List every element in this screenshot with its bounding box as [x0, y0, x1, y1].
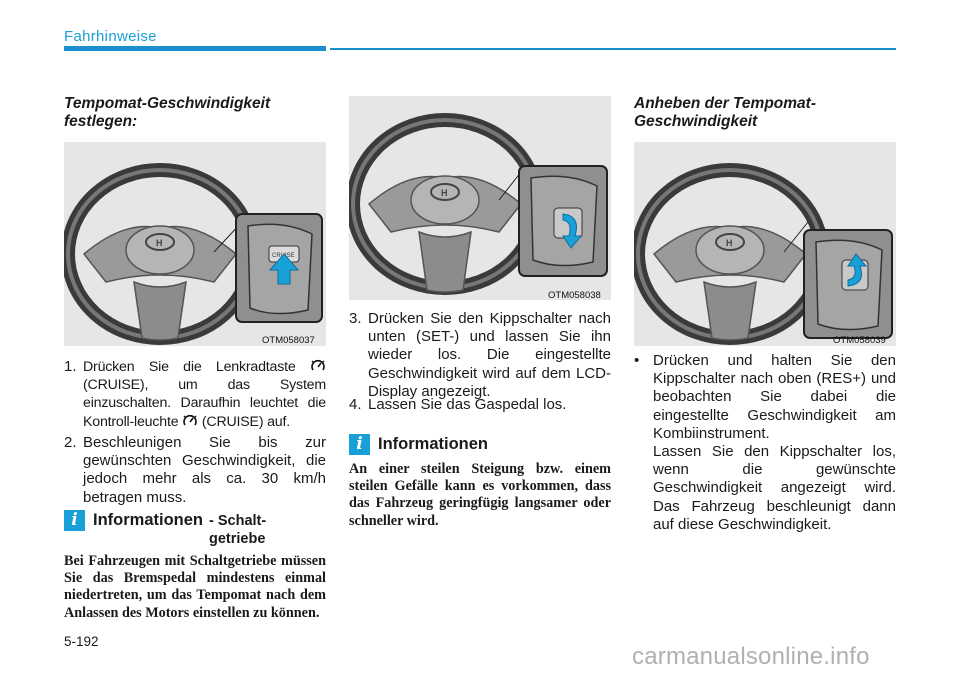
steering-wheel-illustration: H: [349, 113, 608, 295]
figure-code-1: OTM058037: [262, 335, 315, 346]
step-4: 4. Lassen Sie das Gaspedal los.: [349, 396, 611, 414]
header-rule-thick: [64, 46, 326, 51]
bullet-continuation-text: Lassen Sie den Kippschalter los, wenn di…: [653, 443, 896, 533]
figure-code-2: OTM058038: [548, 290, 601, 301]
step-2: 2. Beschleunigen Sie bis zur gewünschten…: [64, 434, 326, 507]
figure-code-3: OTM058039: [833, 335, 886, 346]
svg-text:H: H: [156, 238, 163, 248]
cruise-indicator-icon: [183, 414, 197, 426]
info-subtitle: - Schalt-getriebe: [209, 513, 267, 547]
info-title: Informationen: [93, 511, 203, 529]
info-icon: i: [64, 510, 85, 531]
watermark: carmanualsonline.info: [632, 643, 870, 670]
step-number: 1.: [64, 358, 77, 375]
step-number: 2.: [64, 434, 77, 451]
step-4-text: Lassen Sie das Gaspedal los.: [368, 396, 567, 413]
step-number: 3.: [349, 310, 362, 327]
bullet-continuation: Lassen Sie den Kippschalter los, wenn di…: [634, 443, 896, 534]
steering-wheel-figure-3: H: [634, 142, 896, 346]
bullet-item: • Drücken und halten Sie den Kippschalte…: [634, 352, 896, 443]
info-body-1: Bei Fahrzeugen mit Schaltgetriebe müssen…: [64, 553, 326, 621]
step-3: 3. Drücken Sie den Kippschalter nach unt…: [349, 310, 611, 401]
svg-text:H: H: [441, 188, 448, 198]
header-rule-thin: [330, 48, 896, 50]
right-section-title: Anheben der Tempomat-Geschwindigkeit: [634, 95, 816, 130]
step-1-text-c: (CRUISE) auf.: [201, 413, 290, 430]
step-number: 4.: [349, 396, 362, 413]
bullet-marker: •: [634, 352, 640, 369]
step-1: 1. Drücken Sie die Lenkradtaste (CRUISE)…: [64, 358, 326, 431]
steering-wheel-figure-1: H CRUISE: [64, 142, 326, 346]
left-section-title: Tempomat-Geschwindigkeit festlegen:: [64, 95, 271, 130]
arrow-icon: [847, 253, 868, 287]
info-box-header-1: i Informationen - Schalt-getriebe: [64, 510, 269, 548]
svg-text:H: H: [726, 238, 733, 248]
steering-wheel-illustration: H CRUISE: [64, 163, 323, 345]
cruise-indicator-icon: [311, 359, 325, 371]
steering-wheel-figure-2: H: [349, 96, 611, 300]
arrow-icon: [562, 213, 583, 249]
info-title: Informationen: [378, 435, 488, 453]
bullet-text: Drücken und halten Sie den Kippschalter …: [653, 352, 896, 442]
step-1-text-a: Drücken Sie die Lenkradtaste: [83, 359, 296, 375]
info-icon: i: [349, 434, 370, 455]
arrow-icon: [268, 253, 300, 285]
page-number: 5-192: [64, 634, 99, 649]
section-header: Fahrhinweise: [64, 28, 157, 45]
steering-wheel-illustration: H: [634, 163, 893, 345]
step-2-text: Beschleunigen Sie bis zur gewünschten Ge…: [83, 434, 326, 506]
step-1-text-b: (CRUISE), um das System einzuschalten. D…: [83, 377, 326, 430]
info-box-header-2: i Informationen: [349, 434, 488, 455]
info-body-2: An einer steilen Steigung bzw. einem ste…: [349, 461, 611, 529]
step-3-text: Drücken Sie den Kippschalter nach unten …: [368, 310, 611, 400]
